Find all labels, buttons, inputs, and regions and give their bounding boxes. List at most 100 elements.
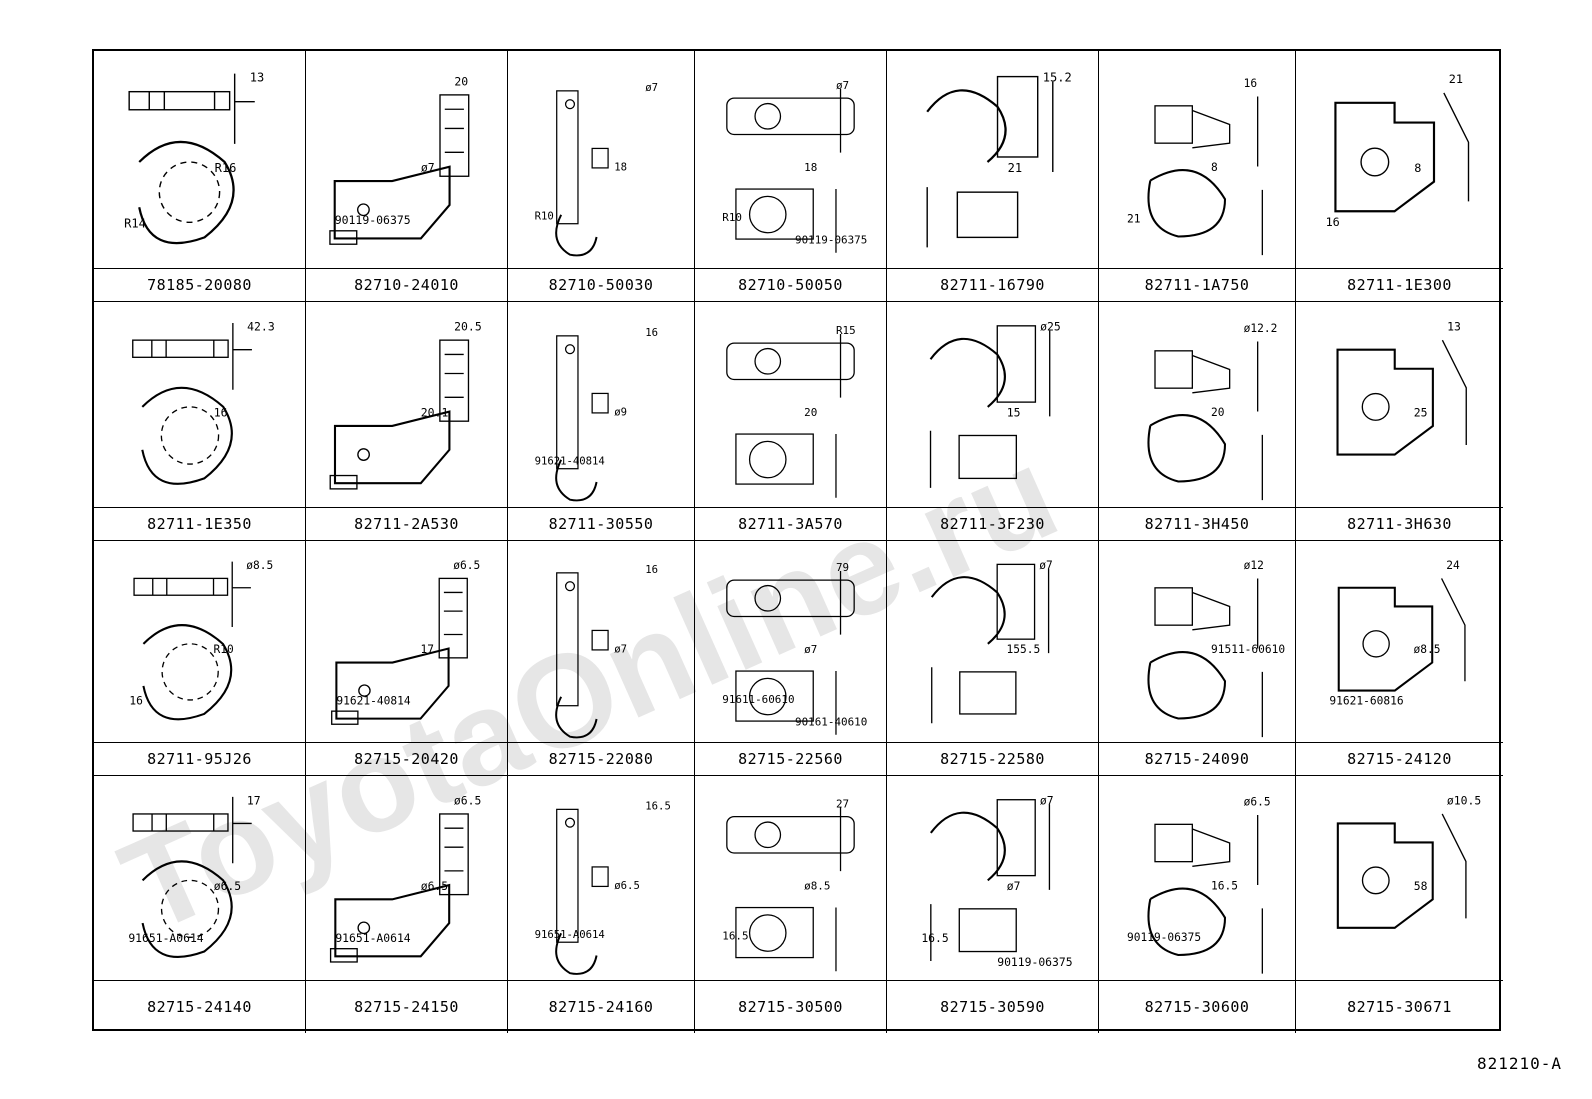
callout-label: R16 xyxy=(215,161,237,175)
part-number-label[interactable]: 82715-24160 xyxy=(508,981,695,1033)
callout-label: ø7 xyxy=(614,643,627,656)
part-number-label[interactable]: 82710-50030 xyxy=(508,269,695,302)
callout-label: ø6.5 xyxy=(453,559,480,572)
part-number-label[interactable]: 82711-1E300 xyxy=(1296,269,1503,302)
callout-label: 8 xyxy=(1414,161,1421,175)
part-number-label[interactable]: 78185-20080 xyxy=(94,269,306,302)
part-number-label[interactable]: 82715-24120 xyxy=(1296,743,1503,776)
part-number-label[interactable]: 82711-2A530 xyxy=(306,508,508,541)
diagram-reference: 821210-A xyxy=(1476,1054,1562,1073)
callout-label: ø7 xyxy=(1007,879,1021,893)
part-number-label[interactable]: 82715-30500 xyxy=(695,981,887,1033)
part-illustration: ø12 91511-60610 xyxy=(1099,541,1296,743)
part-number-label[interactable]: 82715-30600 xyxy=(1099,981,1296,1033)
callout-label: 91611-60610 xyxy=(722,693,794,706)
callout-label: 13 xyxy=(1447,320,1461,334)
part-number-label[interactable]: 82711-1A750 xyxy=(1099,269,1296,302)
callout-label: R10 xyxy=(722,211,742,224)
callout-label: 21 xyxy=(1008,161,1023,175)
part-illustration: 24 ø8.5 91621-60816 xyxy=(1296,541,1503,743)
part-illustration: 16 ø7 xyxy=(508,541,695,743)
callout-label: 91621-60816 xyxy=(1329,695,1403,708)
callout-label: 90161-40610 xyxy=(795,716,867,729)
part-number-label[interactable]: 82715-24090 xyxy=(1099,743,1296,776)
callout-label: ø6.5 xyxy=(214,879,241,893)
callout-label: 21 xyxy=(1127,212,1140,225)
callout-label: 16 xyxy=(214,405,228,419)
callout-label: 20.1 xyxy=(421,405,449,419)
callout-label: ø6.5 xyxy=(1244,796,1271,809)
callout-label: ø6.5 xyxy=(454,793,481,807)
part-illustration: 20.5 20.1 xyxy=(306,302,508,508)
part-number-label[interactable]: 82711-30550 xyxy=(508,508,695,541)
callout-label: ø8.5 xyxy=(1414,643,1441,656)
callout-label: ø25 xyxy=(1040,320,1061,334)
part-number-label[interactable]: 82715-22580 xyxy=(887,743,1099,776)
callout-label: ø6.5 xyxy=(421,879,448,893)
callout-label: 27 xyxy=(836,798,849,811)
callout-label: 16 xyxy=(1244,77,1258,90)
callout-label: 90119-06375 xyxy=(335,213,411,227)
part-number-label[interactable]: 82711-3H450 xyxy=(1099,508,1296,541)
part-number-label[interactable]: 82711-1E350 xyxy=(94,508,306,541)
part-number-label[interactable]: 82715-24150 xyxy=(306,981,508,1033)
callout-label: 16.5 xyxy=(722,929,748,942)
part-number-label[interactable]: 82715-30590 xyxy=(887,981,1099,1033)
callout-label: 15 xyxy=(1007,405,1021,419)
callout-label: 16.5 xyxy=(645,799,671,812)
part-number-label[interactable]: 82711-16790 xyxy=(887,269,1099,302)
callout-label: 16 xyxy=(645,563,658,576)
part-number-label[interactable]: 82711-95J26 xyxy=(94,743,306,776)
callout-label: ø7 xyxy=(1040,793,1054,807)
callout-label: 18 xyxy=(614,161,627,174)
callout-label: ø6.5 xyxy=(614,879,640,892)
callout-label: 58 xyxy=(1414,879,1428,893)
callout-label: 13 xyxy=(250,71,265,85)
callout-label: ø7 xyxy=(421,160,435,174)
callout-label: ø10.5 xyxy=(1447,793,1481,807)
callout-label: 24 xyxy=(1446,559,1460,572)
callout-label: 15.2 xyxy=(1043,71,1072,85)
callout-label: ø9 xyxy=(614,406,627,419)
callout-label: 91621-40814 xyxy=(336,695,410,708)
callout-label: 42.3 xyxy=(247,320,275,334)
part-number-label[interactable]: 82711-3F230 xyxy=(887,508,1099,541)
callout-label: ø7 xyxy=(1039,559,1053,572)
part-number-label[interactable]: 82715-22080 xyxy=(508,743,695,776)
part-number-label[interactable]: 82710-50050 xyxy=(695,269,887,302)
callout-label: R10 xyxy=(214,643,234,656)
callout-label: R15 xyxy=(836,324,856,337)
callout-label: 21 xyxy=(1449,72,1463,86)
part-number-label[interactable]: 82715-30671 xyxy=(1347,998,1452,1016)
part-illustration: ø25 15 xyxy=(887,302,1099,508)
callout-label: ø12 xyxy=(1244,559,1264,572)
callout-label: 20.5 xyxy=(454,320,482,334)
part-number-label[interactable]: 82715-24140 xyxy=(94,981,306,1033)
part-number-label[interactable]: 82711-3H630 xyxy=(1296,508,1503,541)
part-number-label[interactable]: 82715-20420 xyxy=(306,743,508,776)
callout-label: ø7 xyxy=(645,81,658,94)
callout-label: 17 xyxy=(247,793,261,807)
part-number-label[interactable]: 82710-24010 xyxy=(306,269,508,302)
callout-label: ø7 xyxy=(804,643,817,656)
part-number-label[interactable]: 82711-3A570 xyxy=(695,508,887,541)
callout-label: 91511-60610 xyxy=(1211,643,1285,656)
callout-label: ø7 xyxy=(836,79,849,92)
callout-label: 91651-A0614 xyxy=(335,931,410,945)
part-number-label[interactable]: 82715-22560 xyxy=(695,743,887,776)
